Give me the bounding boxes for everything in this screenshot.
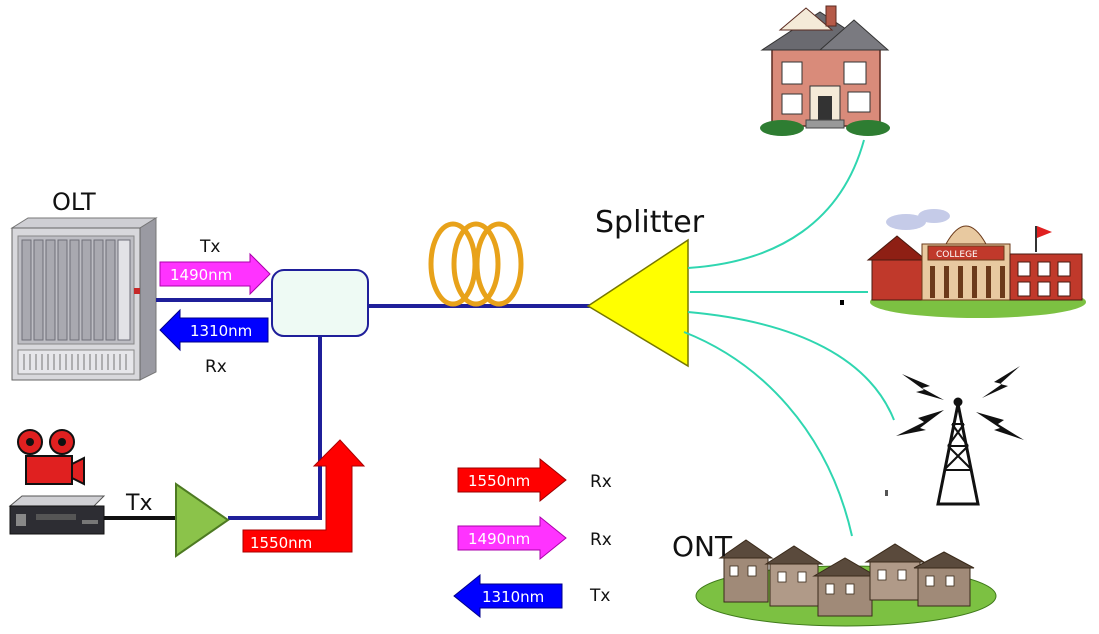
legend-wavelength: 1490nm <box>468 530 530 548</box>
fiber-lines <box>156 298 600 520</box>
legend-role: Tx <box>589 586 610 606</box>
splitter-icon <box>586 238 689 368</box>
legend-role: Rx <box>590 472 612 492</box>
dot-marker <box>840 300 844 305</box>
wdm-combiner <box>271 269 369 337</box>
ont-label: ONT <box>672 530 733 563</box>
svg-text:COLLEGE: COLLEGE <box>936 250 978 260</box>
amplifier-icon <box>175 482 230 558</box>
legend-wavelength: 1550nm <box>468 472 530 490</box>
radio-tower-icon <box>896 366 1024 506</box>
splitter-label: Splitter <box>595 205 705 240</box>
downstream-1490-arrow: 1490nm <box>159 252 271 296</box>
video-wavelength: 1550nm <box>250 534 312 552</box>
video-1550-arrow: 1550nm <box>242 439 366 553</box>
upstream-wavelength: 1310nm <box>190 322 252 340</box>
legend-item-1550: 1550nm Rx <box>457 457 612 503</box>
olt-tx-label: Tx <box>199 237 220 257</box>
video-recorder-icon <box>17 429 85 486</box>
legend-role: Rx <box>590 530 612 550</box>
legend-item-1310: 1310nm Tx <box>453 573 610 619</box>
upstream-1310-arrow: 1310nm <box>159 308 269 352</box>
drop-fibers <box>683 139 895 537</box>
olt-rx-label: Rx <box>205 357 227 377</box>
legend-item-1490: 1490nm Rx <box>457 515 612 561</box>
townhouses-icon <box>695 539 997 627</box>
set-top-box-icon <box>8 495 106 535</box>
video-tx-label: Tx <box>125 491 152 516</box>
ont-legend: 1550nm Rx 1490nm Rx 1310nm Tx <box>453 457 612 619</box>
downstream-wavelength: 1490nm <box>170 266 232 284</box>
fiber-coil-icon <box>428 221 524 307</box>
olt-label: OLT <box>52 188 96 216</box>
legend-wavelength: 1310nm <box>482 588 544 606</box>
college-icon: COLLEGE <box>866 209 1086 318</box>
dot-marker <box>885 490 888 496</box>
olt-rack-icon <box>10 217 158 381</box>
house-icon <box>760 5 890 136</box>
